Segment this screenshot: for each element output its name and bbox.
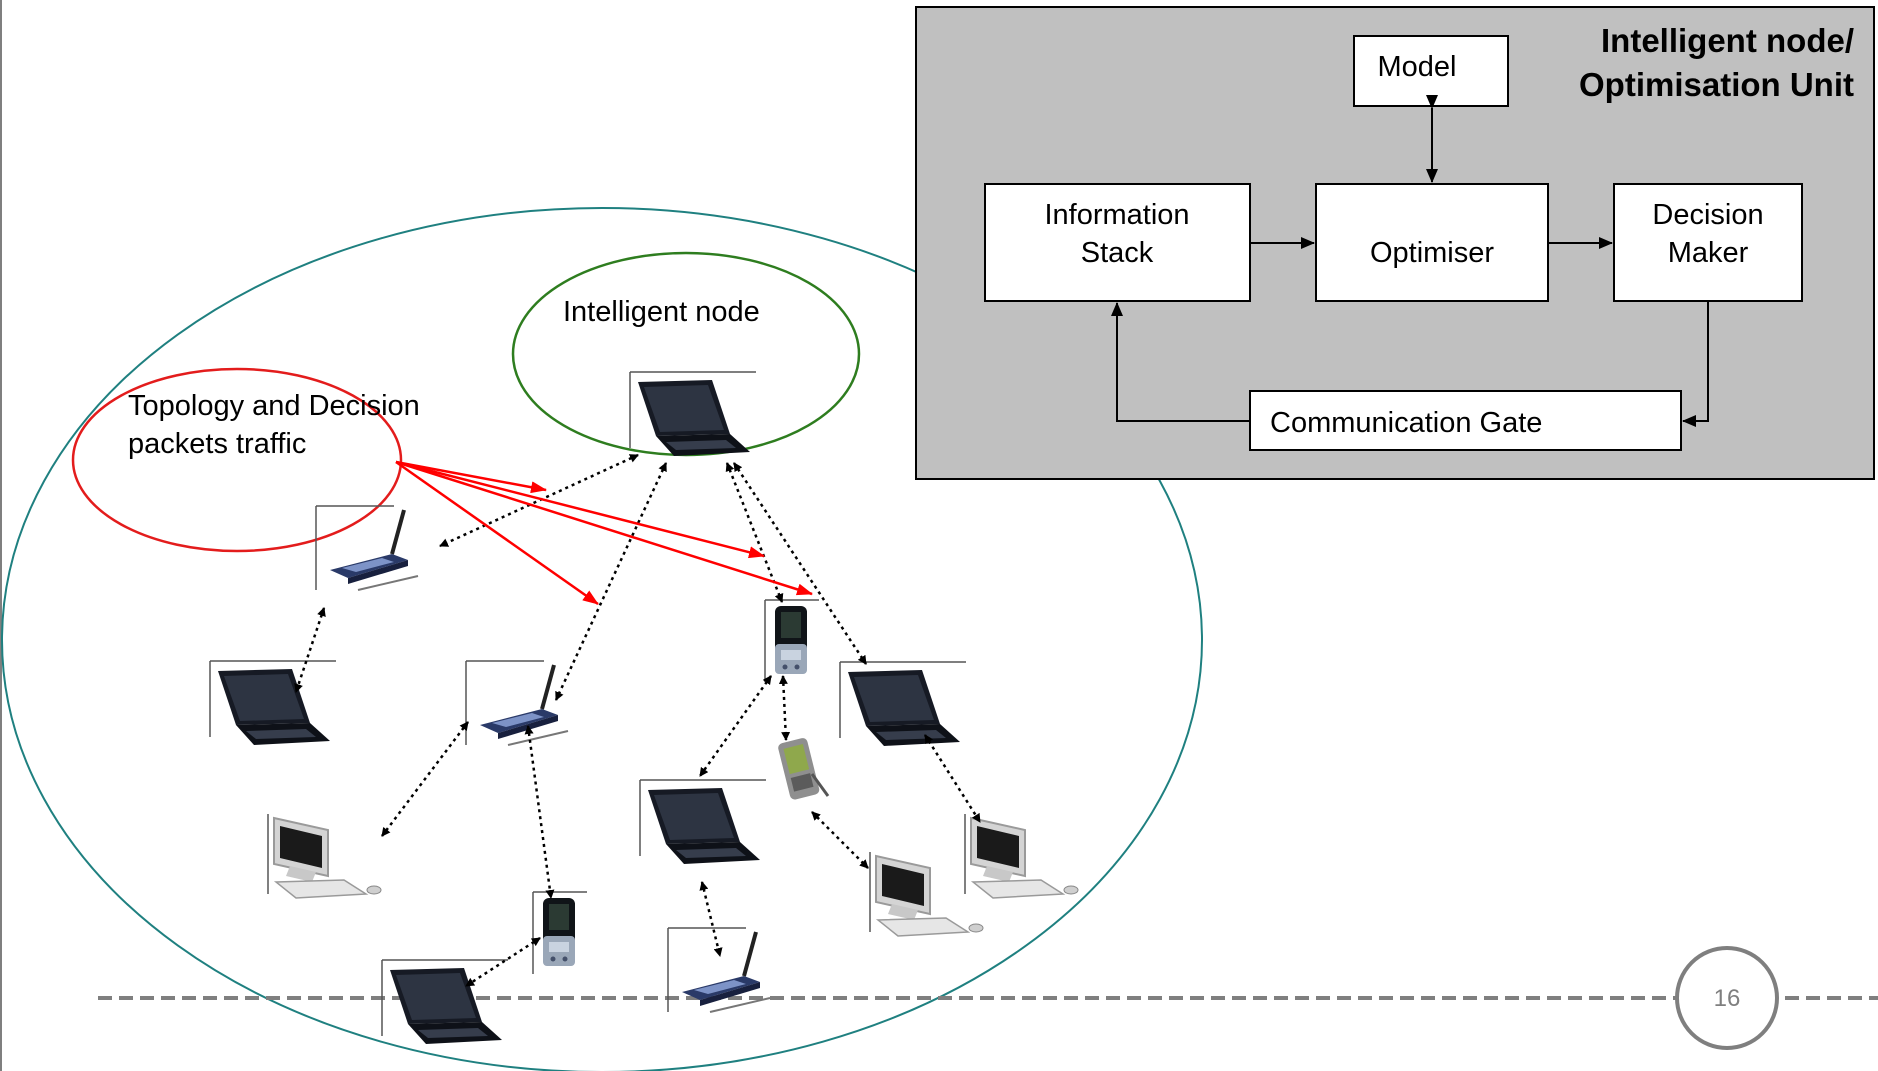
laptop-icon xyxy=(209,660,337,746)
intelligent-node-label: Intelligent node xyxy=(563,296,760,328)
model-box xyxy=(1353,35,1509,107)
laptop-icon xyxy=(639,779,767,865)
traffic-label-line2: packets traffic xyxy=(128,428,306,460)
information-stack-box xyxy=(984,183,1251,302)
router-icon xyxy=(464,659,570,747)
desktop-icon xyxy=(869,851,984,937)
panel-title-line1: Intelligent node/ xyxy=(1601,22,1854,59)
panel-title-line2: Optimisation Unit xyxy=(1579,66,1854,103)
traffic-ellipse xyxy=(71,367,403,553)
desktop-icon xyxy=(267,813,382,899)
model-label: Model xyxy=(1378,51,1457,83)
desktop-icon xyxy=(964,813,1079,899)
panel-arrows xyxy=(1111,95,1709,427)
network-links xyxy=(294,453,982,988)
information-stack-line2: Stack xyxy=(1081,237,1154,269)
decision-maker-line2: Maker xyxy=(1668,237,1749,269)
pda-icon xyxy=(532,891,588,975)
traffic-label-line1: Topology and Decision xyxy=(128,390,420,422)
communication-gate-box xyxy=(1249,390,1682,451)
optimiser-box xyxy=(1315,183,1549,302)
page-number-badge xyxy=(1675,946,1779,1050)
optimiser-label: Optimiser xyxy=(1370,237,1494,269)
intelligent-laptop-icon xyxy=(629,371,757,457)
laptop-icon xyxy=(839,661,967,747)
communication-gate-label: Communication Gate xyxy=(1270,407,1542,439)
decision-maker-line1: Decision xyxy=(1652,199,1763,231)
pda-icon xyxy=(775,735,830,803)
router-icon xyxy=(314,504,420,592)
pda-icon xyxy=(764,599,820,683)
network-boundary-ellipse xyxy=(1,207,1203,1071)
traffic-arrows xyxy=(395,460,813,606)
page-number: 16 xyxy=(1714,985,1741,1012)
information-stack-line1: Information xyxy=(1044,199,1189,231)
laptop-icon xyxy=(381,959,509,1045)
